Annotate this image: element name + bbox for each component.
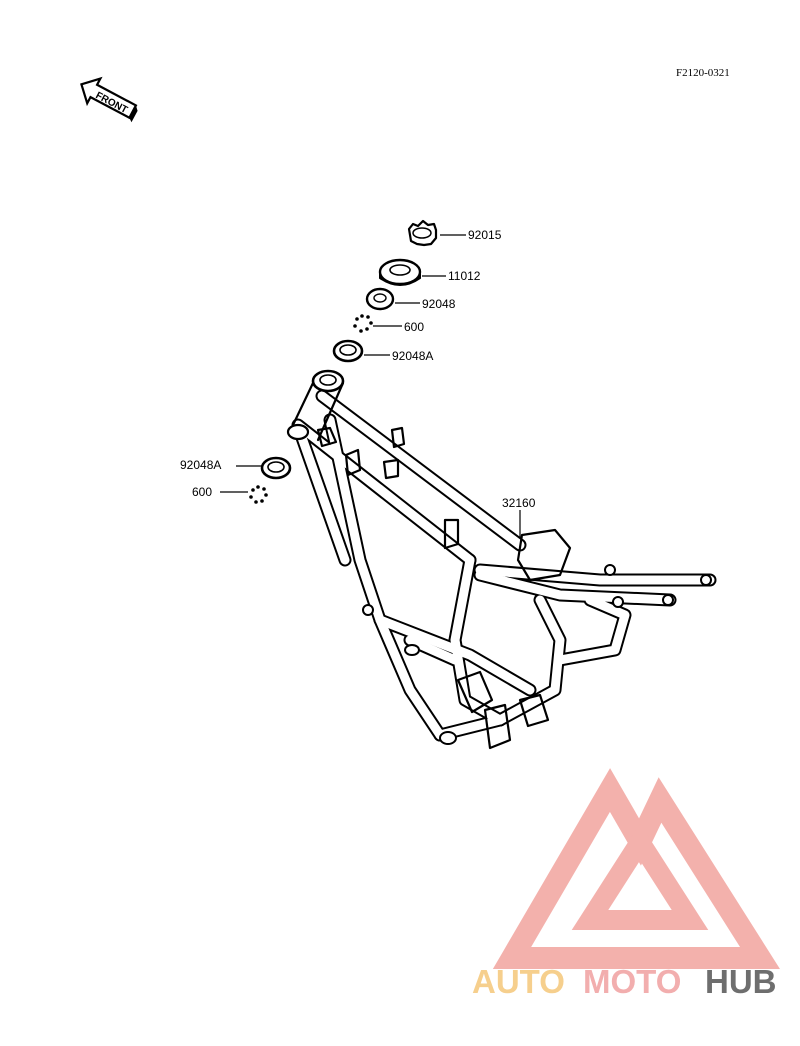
cap-11012: 11012 <box>378 258 481 286</box>
logo-text-hub: HUB <box>705 963 777 1000</box>
label-92015: 92015 <box>468 228 502 242</box>
nut-92015: 92015 <box>407 219 502 247</box>
automotohub-logo: AUTO MOTO HUB <box>472 768 780 1000</box>
label-11012: 11012 <box>448 269 481 283</box>
label-600-upper: 600 <box>404 320 424 334</box>
frame-32160: 32160 <box>286 369 717 750</box>
label-600-lower: 600 <box>192 485 212 499</box>
race-92048a-upper: 92048A <box>332 339 433 363</box>
label-92048a-upper: 92048A <box>392 349 433 363</box>
diagram-reference: F2120-0321 <box>676 67 730 79</box>
balls-600-lower: 600 <box>192 485 268 504</box>
label-92048: 92048 <box>422 297 456 311</box>
label-32160: 32160 <box>502 496 536 510</box>
race-92048: 92048 <box>365 287 456 311</box>
balls-600-upper: 600 <box>353 314 424 334</box>
label-92048a-lower: 92048A <box>180 458 221 472</box>
logo-text-moto: MOTO <box>583 963 681 1000</box>
front-arrow-icon: FRONT <box>80 76 138 123</box>
race-92048a-lower: 92048A <box>180 456 292 480</box>
logo-text-auto: AUTO <box>472 963 565 1000</box>
